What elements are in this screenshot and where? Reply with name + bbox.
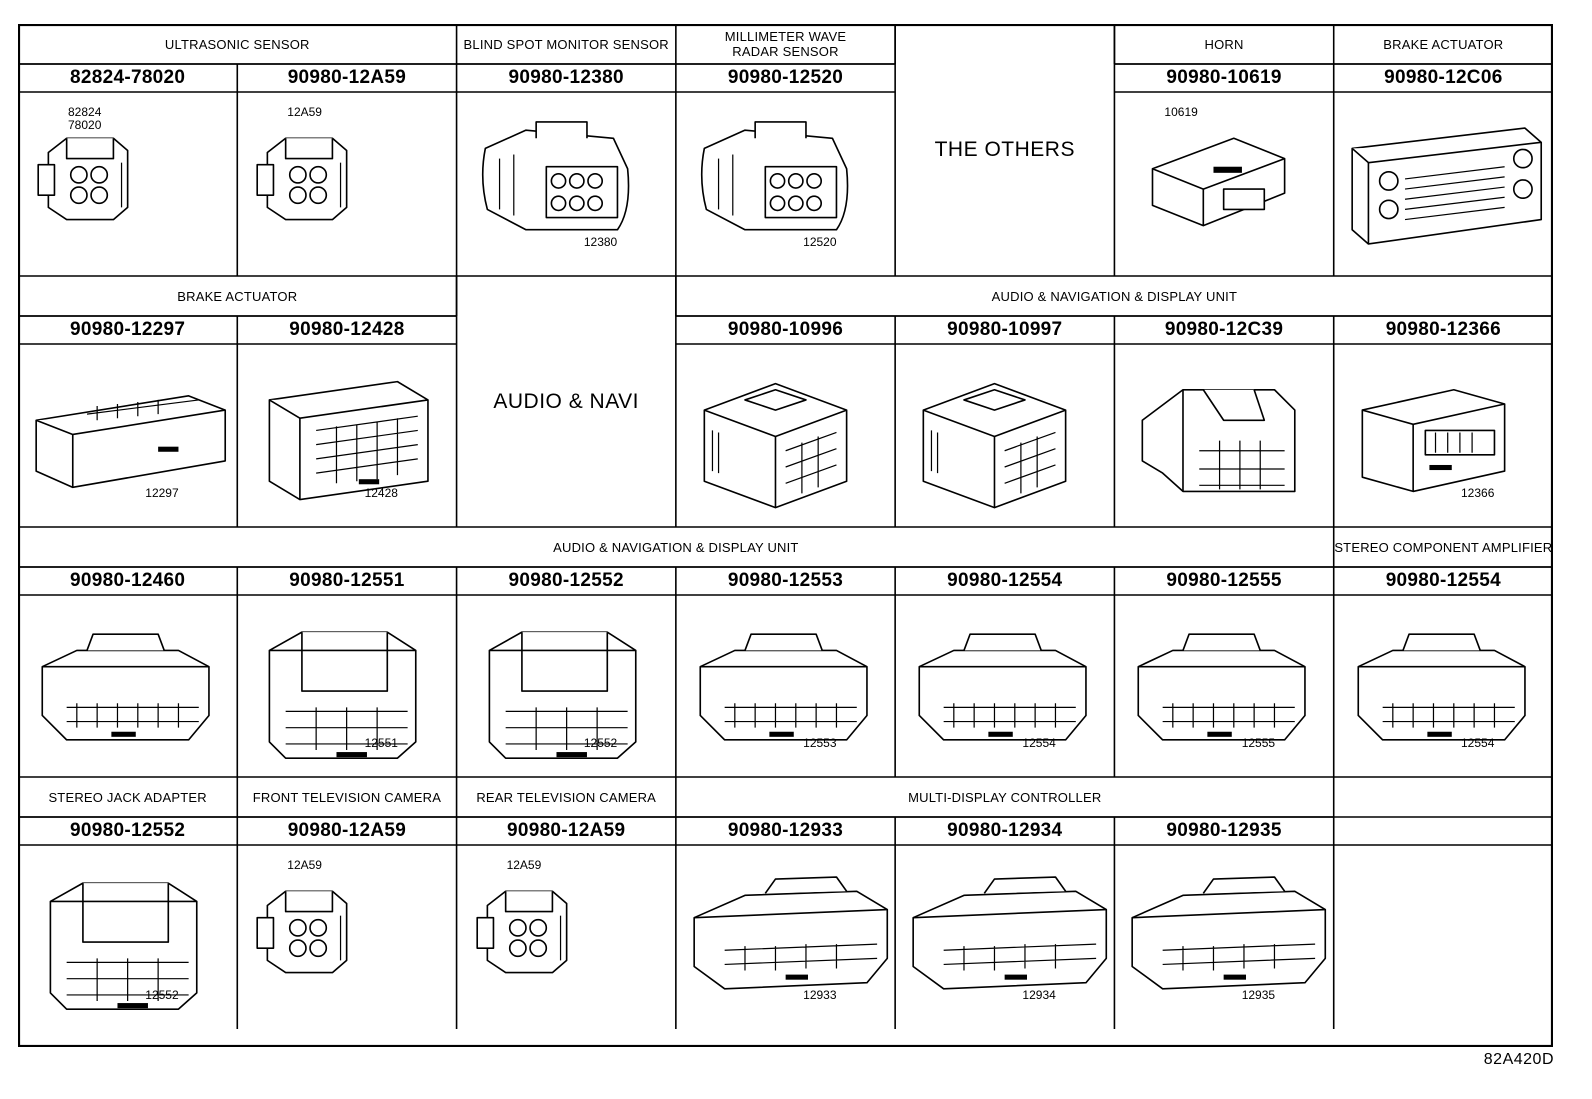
connector-tag: 12552 bbox=[145, 988, 179, 1002]
small-connector-icon bbox=[465, 857, 668, 1017]
part-number: 90980-12A59 bbox=[287, 67, 407, 88]
part-number: 90980-12555 bbox=[1166, 570, 1282, 591]
long-connector-icon bbox=[684, 857, 888, 1017]
part-number: 90980-12552 bbox=[508, 570, 624, 591]
tall-connector-icon bbox=[245, 607, 448, 765]
connector-tag: 10619 bbox=[1164, 105, 1198, 119]
part-number: 90980-12428 bbox=[289, 319, 405, 340]
connector-tag: 12552 bbox=[583, 736, 618, 750]
connector-tag: 12555 bbox=[1241, 736, 1276, 750]
connector-tag: 12428 bbox=[364, 486, 398, 500]
part-number: 90980-12553 bbox=[727, 570, 844, 591]
merged-cell-label: THE OTHERS bbox=[934, 138, 1075, 161]
part-number: 90980-12551 bbox=[289, 570, 405, 591]
section-header: STEREO COMPONENT AMPLIFIER bbox=[1334, 539, 1553, 555]
part-number: 90980-12520 bbox=[727, 67, 844, 88]
wide-connector-icon bbox=[1122, 607, 1325, 765]
part-number: 82824-78020 bbox=[69, 67, 186, 88]
horn-connector-icon bbox=[1122, 104, 1325, 264]
section-header: MILLIMETER WAVE RADAR SENSOR bbox=[724, 29, 847, 59]
small-connector-icon bbox=[245, 104, 448, 264]
part-number: 90980-12297 bbox=[69, 319, 186, 340]
round-sensor-connector-icon bbox=[684, 104, 887, 264]
connector-tag: 12A59 bbox=[287, 105, 322, 119]
latched-connector-icon bbox=[1122, 356, 1325, 515]
section-header: AUDIO & NAVIGATION & DISPLAY UNIT bbox=[553, 539, 799, 555]
connector-tag: 12934 bbox=[1022, 988, 1056, 1002]
diagram-reference: 82A420D bbox=[1483, 1051, 1554, 1068]
part-number: 90980-12933 bbox=[727, 820, 844, 841]
wide-connector-icon bbox=[684, 607, 887, 765]
multi-pin-connector-icon bbox=[245, 356, 448, 515]
tall-connector-icon bbox=[465, 607, 668, 765]
connector-tag: 12A59 bbox=[287, 858, 322, 872]
section-header: REAR TELEVISION CAMERA bbox=[476, 789, 657, 805]
long-connector-icon bbox=[903, 857, 1108, 1017]
multi-pin-block-icon bbox=[1342, 104, 1545, 264]
section-header: MULTI-DISPLAY CONTROLLER bbox=[908, 789, 1102, 805]
small-connector-icon bbox=[245, 857, 448, 1017]
tall-connector-icon bbox=[26, 857, 229, 1017]
part-number: 90980-12A59 bbox=[287, 820, 407, 841]
small-connector-icon bbox=[26, 104, 229, 264]
connector-tag: 12520 bbox=[803, 235, 837, 249]
part-number: 90980-12C39 bbox=[1164, 319, 1284, 340]
connector-tag: 12A59 bbox=[506, 858, 542, 872]
wide-connector-icon bbox=[26, 607, 229, 765]
part-number: 90980-12460 bbox=[69, 570, 186, 591]
connector-tag: 12933 bbox=[803, 988, 837, 1002]
part-number: 90980-12366 bbox=[1385, 319, 1501, 340]
grid-lines bbox=[18, 24, 1553, 1047]
connector-tag: 12551 bbox=[364, 736, 398, 750]
part-number: 90980-12C06 bbox=[1384, 67, 1503, 88]
connector-grid: ULTRASONIC SENSOR BLIND SPOT MONITOR SENS… bbox=[18, 24, 1553, 1047]
section-header: FRONT TELEVISION CAMERA bbox=[252, 789, 442, 805]
part-number: 90980-12552 bbox=[69, 820, 186, 841]
box-connector-icon bbox=[684, 356, 887, 515]
part-number: 90980-10997 bbox=[947, 319, 1063, 340]
long-connector-icon bbox=[1122, 857, 1327, 1017]
wide-connector-icon bbox=[903, 607, 1106, 765]
wide-connector-icon bbox=[1342, 607, 1545, 765]
flat-block-connector-icon bbox=[26, 356, 229, 515]
round-sensor-connector-icon bbox=[465, 104, 668, 264]
part-number: 90980-10619 bbox=[1166, 67, 1282, 88]
section-header: AUDIO & NAVIGATION & DISPLAY UNIT bbox=[991, 288, 1238, 304]
section-header: BRAKE ACTUATOR bbox=[177, 288, 298, 304]
connector-tag: 12366 bbox=[1461, 486, 1495, 500]
connector-tag: 12380 bbox=[583, 235, 618, 249]
part-number: 90980-12554 bbox=[947, 570, 1063, 591]
part-number: 90980-12935 bbox=[1166, 820, 1282, 841]
connector-tag: 82824 78020 bbox=[68, 105, 102, 132]
grid-border bbox=[18, 24, 1553, 1047]
part-number: 90980-12380 bbox=[508, 67, 624, 88]
connector-tag: 12297 bbox=[145, 486, 179, 500]
part-number: 90980-10996 bbox=[727, 319, 844, 340]
part-number: 90980-12554 bbox=[1385, 570, 1501, 591]
section-header: BLIND SPOT MONITOR SENSOR bbox=[463, 36, 669, 52]
connector-tag: 12554 bbox=[1461, 736, 1495, 750]
slim-connector-icon bbox=[1342, 356, 1545, 515]
section-header: BRAKE ACTUATOR bbox=[1383, 36, 1504, 52]
merged-cell-label: AUDIO & NAVI bbox=[493, 389, 640, 413]
section-header: STEREO JACK ADAPTER bbox=[48, 789, 207, 805]
section-header: ULTRASONIC SENSOR bbox=[164, 36, 310, 52]
connector-tag: 12935 bbox=[1241, 988, 1276, 1002]
part-number: 90980-12934 bbox=[947, 820, 1063, 841]
section-header: HORN bbox=[1204, 36, 1244, 52]
box-connector-icon bbox=[903, 356, 1106, 515]
part-number: 90980-12A59 bbox=[506, 820, 626, 841]
connector-tag: 12554 bbox=[1022, 736, 1056, 750]
connector-tag: 12553 bbox=[803, 736, 837, 750]
